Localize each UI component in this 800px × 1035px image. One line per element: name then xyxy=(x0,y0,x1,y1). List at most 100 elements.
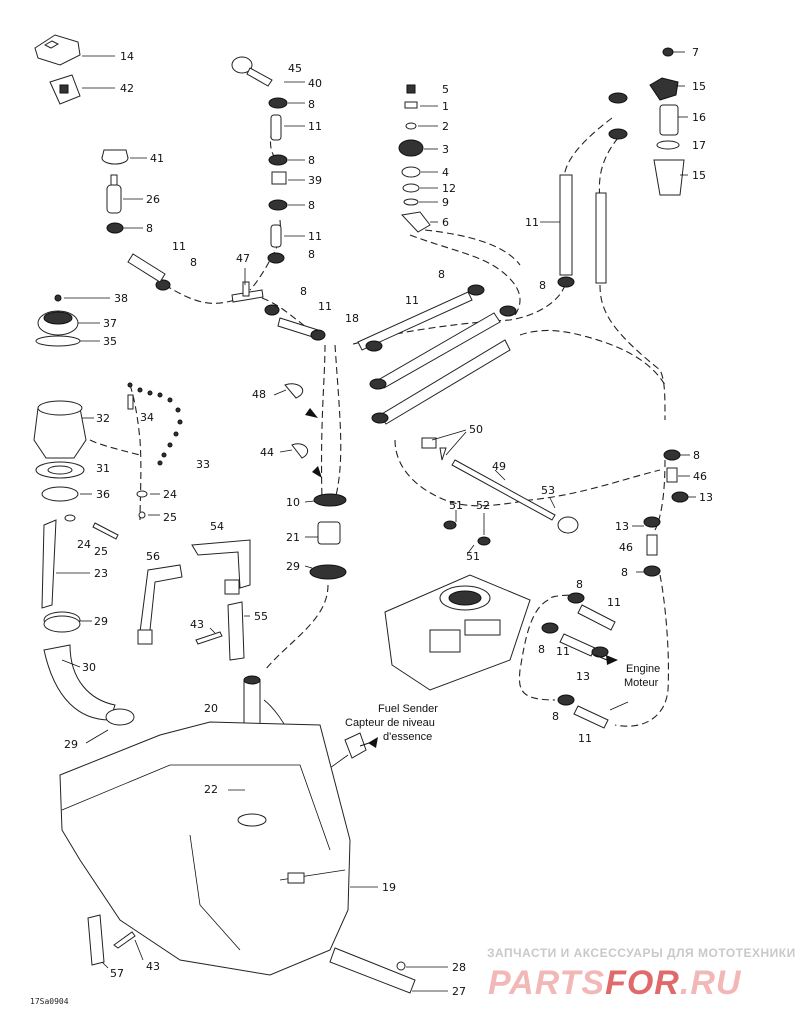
callout-13: 13 xyxy=(576,670,590,683)
callout-35: 35 xyxy=(103,335,117,348)
callout-4: 4 xyxy=(442,166,449,179)
part-55-drawing xyxy=(227,601,245,661)
callout-49: 49 xyxy=(492,460,506,473)
callout-22: 22 xyxy=(204,783,218,796)
part-57-drawing xyxy=(87,914,105,966)
callout-11: 11 xyxy=(405,294,419,307)
callout-47: 47 xyxy=(236,252,250,265)
callout-1: 1 xyxy=(442,100,449,113)
part-39-drawing xyxy=(271,171,287,185)
part-16-drawing xyxy=(659,104,679,136)
callout-25: 25 xyxy=(94,545,108,558)
callout-8: 8 xyxy=(300,285,307,298)
watermark-brand: PARTSFOR.RU xyxy=(488,964,742,1002)
callout-11: 11 xyxy=(172,240,186,253)
watermark: ЗАПЧАСТИ И АКСЕССУАРЫ ДЛЯ МОТОТЕХНИКИ PA… xyxy=(487,946,796,1002)
callout-38: 38 xyxy=(114,292,128,305)
callout-43: 43 xyxy=(146,960,160,973)
callout-numbers: 14 42 41 26 8 11 8 45 40 8 11 8 39 8 11 … xyxy=(64,46,713,998)
callout-30: 30 xyxy=(82,661,96,674)
parts-drawings xyxy=(33,34,689,994)
callout-13: 13 xyxy=(615,520,629,533)
callout-15: 15 xyxy=(692,80,706,93)
callout-15: 15 xyxy=(692,169,706,182)
diagram-code: 17Sa0904 xyxy=(30,997,69,1006)
callout-28: 28 xyxy=(452,961,466,974)
fuel-sender-label-fr-2: d'essence xyxy=(383,731,432,743)
part-15-drawing xyxy=(649,77,679,101)
callout-57: 57 xyxy=(110,967,124,980)
callout-32: 32 xyxy=(96,412,110,425)
callout-46: 46 xyxy=(693,470,707,483)
callout-45: 45 xyxy=(288,62,302,75)
callout-11: 11 xyxy=(308,230,322,243)
engine-label-fr: Moteur xyxy=(624,677,659,689)
callout-8: 8 xyxy=(576,578,583,591)
callout-27: 27 xyxy=(452,985,466,998)
callout-11: 11 xyxy=(308,120,322,133)
callout-8: 8 xyxy=(190,256,197,269)
callout-11: 11 xyxy=(318,300,332,313)
leader-lines xyxy=(56,51,696,992)
watermark-brand-ru: .RU xyxy=(680,964,742,1002)
watermark-brand-for: FOR xyxy=(605,964,680,1002)
callout-11: 11 xyxy=(556,645,570,658)
callout-48: 48 xyxy=(252,388,266,401)
callout-56: 56 xyxy=(146,550,160,563)
callout-24: 24 xyxy=(163,488,177,501)
callout-29: 29 xyxy=(94,615,108,628)
callout-5: 5 xyxy=(442,83,449,96)
part-53-drawing xyxy=(557,516,579,534)
callout-20: 20 xyxy=(204,702,218,715)
part-1-drawing xyxy=(404,101,418,109)
callout-46: 46 xyxy=(619,541,633,554)
part-3-drawing xyxy=(398,139,424,157)
watermark-brand-parts: PARTS xyxy=(488,964,605,1002)
part-49-drawing xyxy=(451,459,556,521)
callout-31: 31 xyxy=(96,462,110,475)
notes: Fuel Sender Capteur de niveau d'essence … xyxy=(345,663,660,743)
callout-6: 6 xyxy=(442,216,449,229)
callout-11: 11 xyxy=(525,216,539,229)
callout-37: 37 xyxy=(103,317,117,330)
callout-51: 51 xyxy=(466,550,480,563)
callout-44: 44 xyxy=(260,446,274,459)
callout-8: 8 xyxy=(539,279,546,292)
callout-23: 23 xyxy=(94,567,108,580)
callout-8: 8 xyxy=(308,199,315,212)
callout-34: 34 xyxy=(140,411,154,424)
arrows xyxy=(305,408,618,748)
callout-11: 11 xyxy=(607,596,621,609)
callout-52: 52 xyxy=(476,499,490,512)
callout-8: 8 xyxy=(308,154,315,167)
callout-24: 24 xyxy=(77,538,91,551)
callout-33: 33 xyxy=(196,458,210,471)
callout-50: 50 xyxy=(469,423,483,436)
callout-40: 40 xyxy=(308,77,322,90)
part-19-drawing xyxy=(59,721,351,976)
callout-10: 10 xyxy=(286,496,300,509)
callout-2: 2 xyxy=(442,120,449,133)
watermark-tagline: ЗАПЧАСТИ И АКСЕССУАРЫ ДЛЯ МОТОТЕХНИКИ xyxy=(487,946,796,960)
callout-8: 8 xyxy=(552,710,559,723)
callout-8: 8 xyxy=(438,268,445,281)
callout-8: 8 xyxy=(693,449,700,462)
callout-16: 16 xyxy=(692,111,706,124)
callout-14: 14 xyxy=(120,50,134,63)
callout-36: 36 xyxy=(96,488,110,501)
part-54-drawing xyxy=(191,539,251,589)
callout-21: 21 xyxy=(286,531,300,544)
callout-17: 17 xyxy=(692,139,706,152)
callout-55: 55 xyxy=(254,610,268,623)
part-14-drawing xyxy=(34,34,81,66)
part-30-drawing xyxy=(43,644,116,721)
callout-53: 53 xyxy=(541,484,555,497)
callout-29: 29 xyxy=(286,560,300,573)
callout-8: 8 xyxy=(308,248,315,261)
callout-8: 8 xyxy=(308,98,315,111)
callout-41: 41 xyxy=(150,152,164,165)
part-23-drawing xyxy=(41,519,57,609)
engine-label-en: Engine xyxy=(626,663,660,675)
callout-51: 51 xyxy=(449,499,463,512)
part-27-drawing xyxy=(329,947,416,994)
